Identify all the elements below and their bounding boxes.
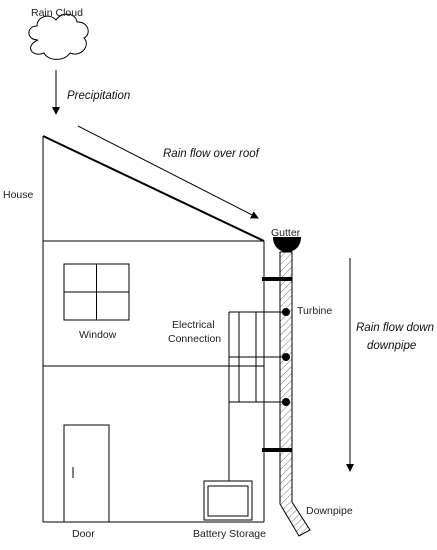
roof-flow-arrow <box>77 125 259 219</box>
turbine-2 <box>282 353 290 361</box>
gutter-label: Gutter <box>271 227 301 239</box>
turbine-3 <box>282 398 290 406</box>
downpipe-label: Downpipe <box>306 505 353 517</box>
rain-cloud-label: Rain Cloud <box>31 7 83 19</box>
electrical-connection-label-1: Electrical <box>172 319 215 331</box>
rain-flow-roof-label: Rain flow over roof <box>163 148 261 160</box>
rain-flow-down-label-1: Rain flow down <box>356 322 434 334</box>
battery-storage <box>203 480 253 521</box>
door <box>63 424 110 523</box>
house-label: House <box>3 189 34 201</box>
downpipe <box>279 251 311 537</box>
house <box>42 135 265 523</box>
window-label: Window <box>79 329 117 341</box>
gutter <box>273 237 301 252</box>
precipitation-label: Precipitation <box>67 90 130 102</box>
window <box>63 263 130 321</box>
battery-storage-label: Battery Storage <box>193 528 266 540</box>
electrical-connection-label-2: Connection <box>168 333 221 345</box>
pipe-bracket-top <box>262 277 292 281</box>
pipe-bracket-bottom <box>262 448 292 452</box>
turbine-label: Turbine <box>297 305 332 317</box>
turbine-1 <box>282 308 290 316</box>
door-label: Door <box>72 528 95 540</box>
electrical-wiring <box>228 311 286 481</box>
rain-flow-down-label-2: downpipe <box>367 340 416 352</box>
rain-cloud <box>28 13 89 60</box>
